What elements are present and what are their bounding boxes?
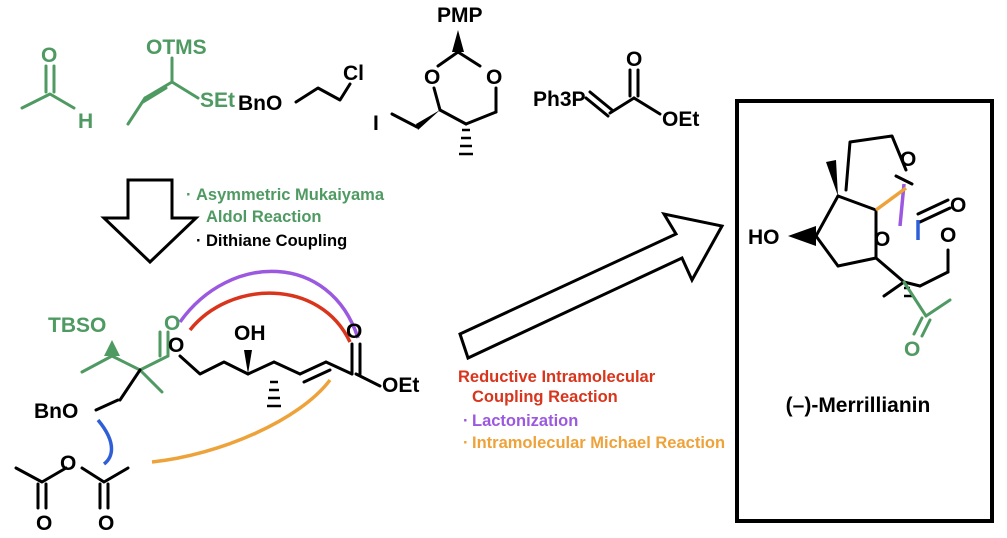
step2-conditions: Reductive Intramolecular Coupling Reacti… (458, 368, 725, 452)
set-label: SEt (200, 89, 235, 112)
acetaldehyde-structure: O H (20, 44, 93, 133)
silyl-ketene-acetal-structure: OTMS SEt (126, 36, 235, 126)
intermediate-bno-label: BnO (34, 400, 78, 423)
intermediate-oet-label: OEt (382, 374, 419, 397)
step1-condition-2: Dithiane Coupling (206, 232, 347, 250)
step1-bullet-2: · (196, 232, 202, 250)
product-ring-oxygen-label: O (874, 228, 890, 251)
step1-condition-1-cont: Aldol Reaction (206, 208, 322, 226)
step2-condition-2: Lactonization (472, 412, 578, 430)
acetaldehyde-oxygen-label: O (41, 44, 57, 67)
product-hydroxyl-label: HO (748, 226, 780, 249)
ylide-oet-label: OEt (662, 108, 699, 131)
step2-condition-1: Reductive Intramolecular (458, 368, 656, 386)
ester-carbonyl-oxygen-label: O (346, 320, 362, 343)
step1-conditions: Asymmetric Mukaiyama Aldol Reaction Dith… (186, 186, 385, 250)
cl-label: Cl (343, 62, 364, 85)
down-arrow (100, 178, 200, 265)
otms-label: OTMS (146, 36, 207, 59)
forward-arrow (458, 211, 725, 361)
product-carbonyl-oxygen-label: O (950, 194, 966, 217)
iodine-label: I (373, 112, 379, 135)
step2-bullet-3: · (463, 434, 469, 452)
step2-condition-3: Intramolecular Michael Reaction (472, 434, 725, 452)
ph3p-label: Ph3P (533, 88, 586, 111)
step1-condition-1: Asymmetric Mukaiyama (196, 186, 385, 204)
step2-condition-1-cont: Coupling Reaction (472, 388, 618, 406)
step2-bullet-2: · (463, 412, 469, 430)
anhydride-bridge-oxygen-label: O (60, 452, 76, 475)
acetal-oxygen-left-label: O (424, 66, 440, 89)
anhydride-oxygen-2-label: O (98, 512, 114, 535)
bno-label: BnO (238, 92, 282, 115)
ketone-oxygen-label: O (168, 334, 184, 357)
chloromethyl-ether-structure: BnO Cl (238, 62, 364, 115)
product-ketone-oxygen-label: O (900, 148, 916, 171)
pmp-acetal-structure: PMP O O I (373, 4, 502, 156)
product-name: (–)-Merrillianin (786, 394, 931, 417)
product-box: O O O HO O O (–)- (735, 99, 994, 523)
product-acetyl-oxygen-label: O (904, 338, 920, 361)
anhydride-oxygen-1-label: O (36, 512, 52, 535)
pmp-label: PMP (437, 4, 483, 27)
acetal-oxygen-right-label: O (486, 66, 502, 89)
ylide-carbonyl-oxygen-label: O (626, 48, 642, 71)
hydroxyl-label: OH (234, 322, 266, 345)
product-ester-oxygen-label: O (940, 224, 956, 247)
green-oxygen-label: O (164, 312, 180, 335)
acetaldehyde-hydrogen-label: H (78, 110, 93, 133)
tbso-label: TBSO (48, 314, 106, 337)
intermediate-structure: TBSO O O OH O OEt BnO (14, 269, 419, 535)
ylide-structure: Ph3P O OEt (533, 48, 699, 131)
step1-bullet-1: · (186, 186, 192, 204)
